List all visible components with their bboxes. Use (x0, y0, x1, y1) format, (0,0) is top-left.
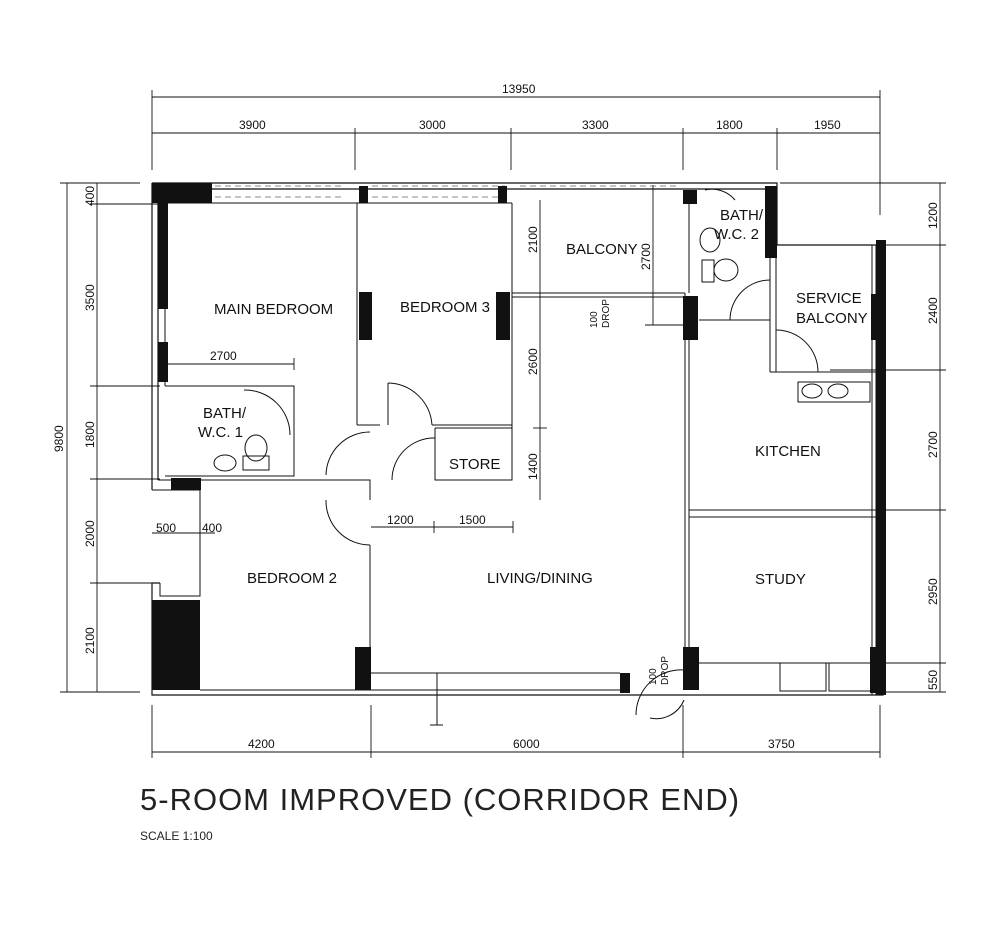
dim-left-3: 1800 (83, 421, 97, 448)
bedroom3-label: BEDROOM 3 (400, 299, 490, 316)
dim-left-5: 2100 (83, 627, 97, 654)
dim-corridor-b: 1500 (459, 513, 486, 527)
columns (152, 183, 886, 695)
dim-right-4: 2950 (926, 578, 940, 605)
drop-labels: 100 DROP 100 DROP (589, 299, 671, 685)
dim-bottom-3: 3750 (768, 737, 795, 751)
dimension-lines (60, 90, 946, 758)
dim-top-1: 3900 (239, 118, 266, 132)
dim-bath2-height: 2700 (639, 243, 653, 270)
dim-bottom-1: 4200 (248, 737, 275, 751)
living-dining-label: LIVING/DINING (487, 570, 593, 587)
dim-left-total: 9800 (52, 425, 66, 452)
plan-title: 5-ROOM IMPROVED (CORRIDOR END) (140, 782, 741, 817)
bath1-label-line2: W.C. 1 (198, 424, 243, 441)
dim-right-5: 550 (926, 670, 940, 690)
dim-top-2: 3000 (419, 118, 446, 132)
dim-store-height: 1400 (526, 453, 540, 480)
dim-right-2: 2400 (926, 297, 940, 324)
bath2-label-line1: BATH/ (720, 207, 764, 224)
dim-left-2: 3500 (83, 284, 97, 311)
dim-balcony-height: 2100 (526, 226, 540, 253)
main-bedroom-label: MAIN BEDROOM (214, 301, 333, 318)
dim-top-total: 13950 (502, 82, 536, 96)
dim-left-1: 400 (83, 186, 97, 206)
study-label: STUDY (755, 571, 806, 588)
room-labels: MAIN BEDROOM BEDROOM 3 BALCONY BATH/ W.C… (198, 207, 868, 588)
dimension-labels: 13950 3900 3000 3300 1800 1950 4200 6000… (52, 82, 940, 751)
dim-left-4: 2000 (83, 520, 97, 547)
dim-corridor-a: 1200 (387, 513, 414, 527)
service-balcony-label-line2: BALCONY (796, 310, 868, 327)
entry-drop-value: 100 (648, 668, 659, 685)
plan-scale: SCALE 1:100 (140, 829, 213, 843)
balcony-drop-value: 100 (589, 311, 600, 328)
dim-right-1: 1200 (926, 202, 940, 229)
service-balcony-label-line1: SERVICE (796, 290, 862, 307)
doors (243, 188, 819, 720)
kitchen-label: KITCHEN (755, 443, 821, 460)
dim-right-3: 2700 (926, 431, 940, 458)
dim-bath-width: 2700 (210, 349, 237, 363)
bedroom2-label: BEDROOM 2 (247, 570, 337, 587)
store-label: STORE (449, 456, 500, 473)
dim-top-5: 1950 (814, 118, 841, 132)
bath2-label-line2: W.C. 2 (714, 226, 759, 243)
dim-bed2-window-b: 400 (202, 521, 222, 535)
bath1-label-line1: BATH/ (203, 405, 247, 422)
dim-bottom-2: 6000 (513, 737, 540, 751)
balcony-drop-word: DROP (601, 299, 612, 328)
dim-top-4: 1800 (716, 118, 743, 132)
dim-top-3: 3300 (582, 118, 609, 132)
dim-living-upper: 2600 (526, 348, 540, 375)
balcony-label: BALCONY (566, 241, 638, 258)
entry-drop-word: DROP (660, 656, 671, 685)
dim-bed2-window-a: 500 (156, 521, 176, 535)
